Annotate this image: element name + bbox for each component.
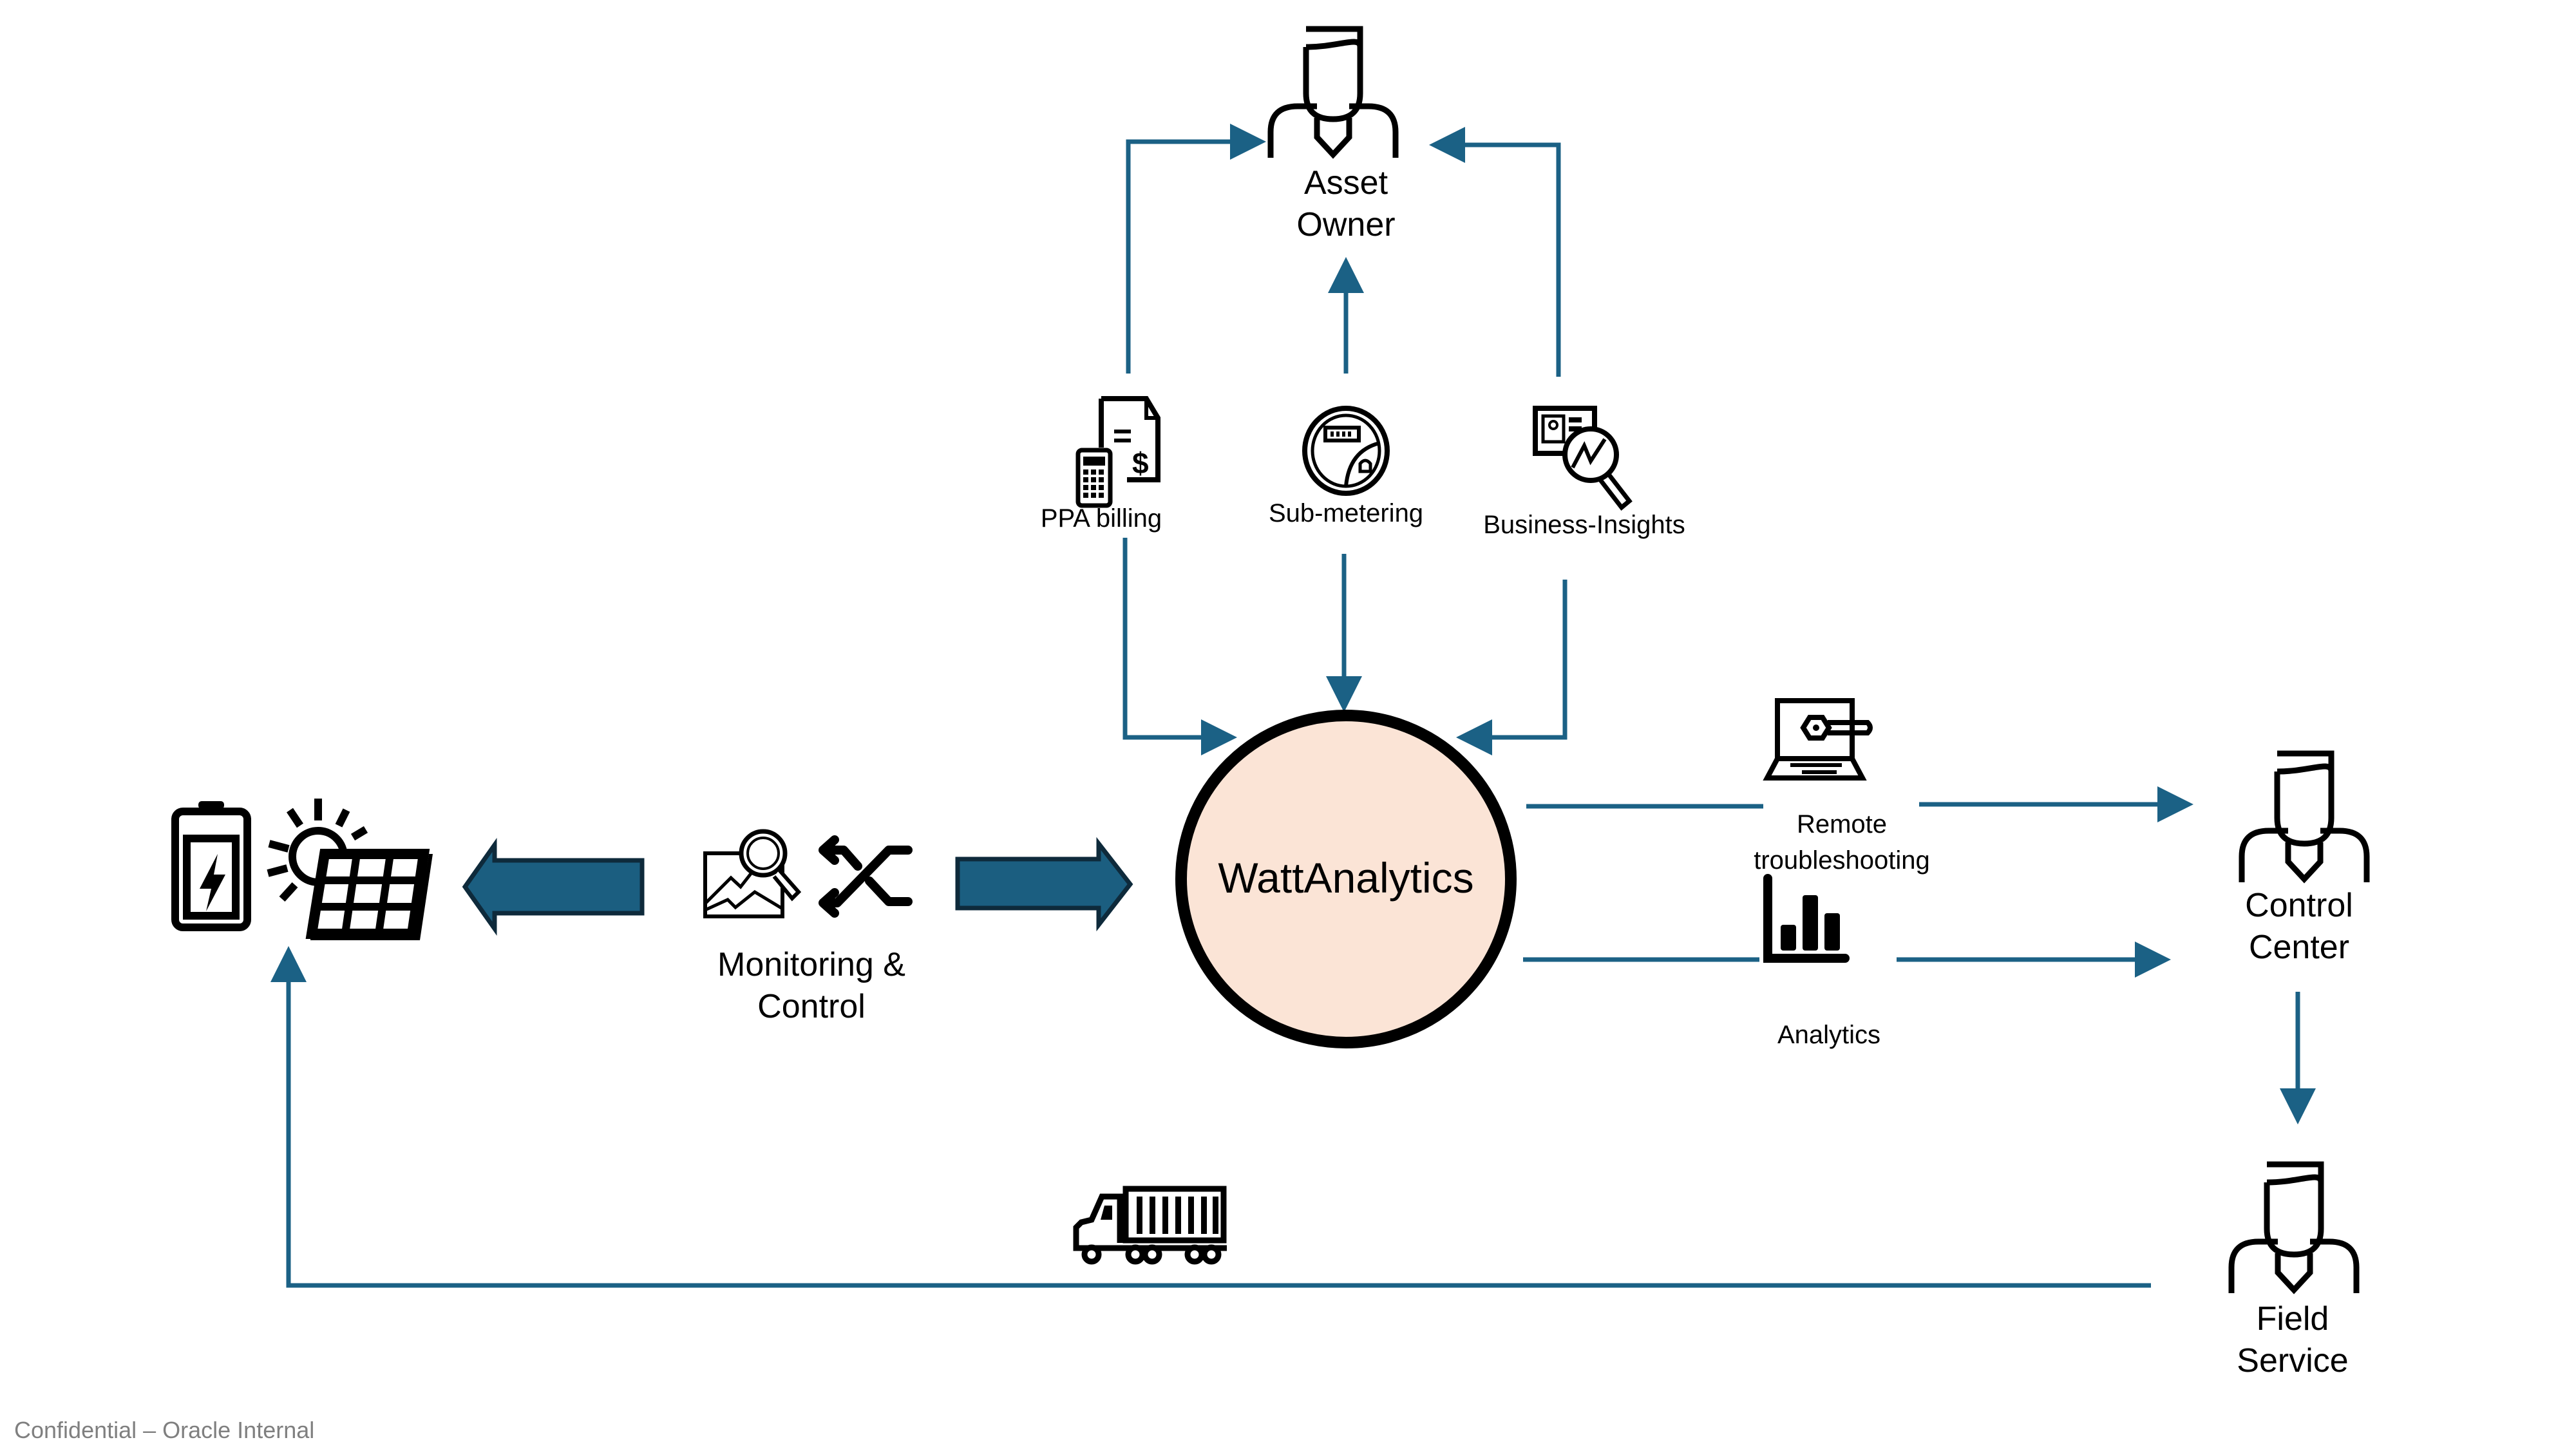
asset-owner-label-line2: Owner: [1296, 206, 1396, 243]
ppa-billing-label: PPA billing: [1040, 504, 1162, 533]
report-magnifier-icon: [1533, 406, 1633, 511]
monitoring-control-label: Monitoring & Control: [676, 944, 947, 1028]
control-center-label-line2: Center: [2248, 929, 2350, 966]
chart-magnifier-icon: [703, 829, 802, 918]
wattanalytics-node[interactable]: [1175, 710, 1517, 1048]
remote-troubleshooting-label-line1: Remote: [1796, 810, 1888, 838]
remote-troubleshooting-label-line2: troubleshooting: [1754, 846, 1930, 875]
monitoring-control-label-line2: Control: [757, 988, 866, 1025]
connector-field-to-assets: [270, 946, 2151, 1288]
asset-owner-person-icon: [1267, 26, 1399, 159]
asset-owner-label-line1: Asset: [1303, 164, 1388, 202]
control-center-person-icon: [2239, 750, 2370, 884]
battery-icon: [171, 801, 251, 931]
monitoring-control-label-line1: Monitoring &: [717, 946, 905, 983]
block-arrow-right: [955, 837, 1133, 932]
svg-text:$: $: [1132, 446, 1149, 480]
invoice-calculator-icon: $: [1075, 396, 1160, 508]
remote-troubleshooting-label: Remote troubleshooting: [1726, 806, 1958, 878]
field-service-label-line1: Field: [2256, 1300, 2329, 1338]
connector-insights-to-owner: [1429, 127, 1561, 377]
truck-icon: [1073, 1186, 1227, 1265]
control-center-label-line1: Control: [2245, 887, 2353, 924]
connector-ppa-to-center: [1122, 538, 1237, 755]
field-service-label-line2: Service: [2237, 1342, 2349, 1379]
laptop-wrench-icon: [1763, 698, 1873, 781]
analytics-label: Analytics: [1777, 1021, 1881, 1049]
connector-ppa-to-owner: [1126, 124, 1266, 374]
field-service-label: Field Service: [2209, 1298, 2376, 1382]
control-center-label: Control Center: [2215, 885, 2383, 969]
business-insights-label: Business-Insights: [1483, 511, 1685, 539]
shuffle-arrows-icon: [819, 835, 913, 918]
connector-insights-to-center: [1456, 580, 1567, 755]
wattanalytics-label: WattAnalytics: [1218, 854, 1474, 902]
asset-owner-label: Asset Owner: [1282, 162, 1410, 246]
block-arrow-left: [462, 837, 645, 936]
electric-meter-icon: [1302, 406, 1390, 496]
sub-metering-label: Sub-metering: [1268, 499, 1424, 527]
confidential-footer: Confidential – Oracle Internal: [14, 1417, 315, 1443]
field-service-person-icon: [2228, 1161, 2360, 1294]
solar-panel-icon: [267, 799, 433, 940]
bar-chart-icon: [1763, 874, 1850, 963]
